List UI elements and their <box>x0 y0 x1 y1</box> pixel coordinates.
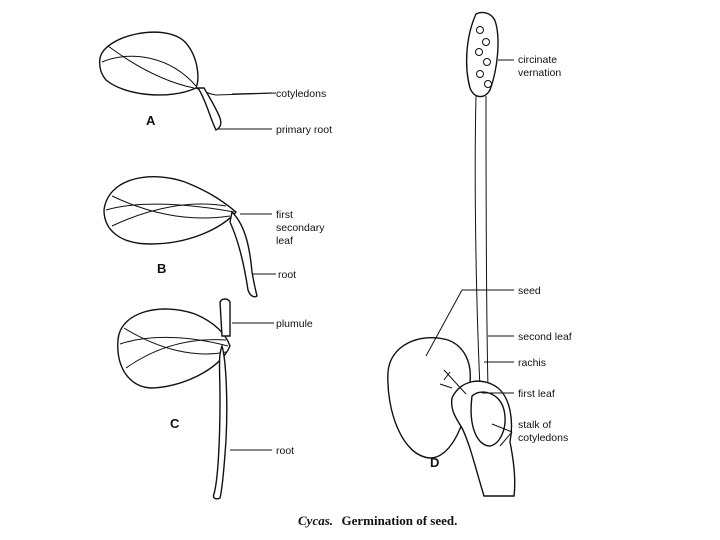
label-cotyledons-d: cotyledons <box>518 432 568 444</box>
label-second-leaf-d: second leaf <box>518 331 572 343</box>
panel-letter-c: C <box>170 416 180 431</box>
panel-c: plumule root C <box>117 298 313 500</box>
label-vernation-d: vernation <box>518 67 561 79</box>
label-stalk-of-d: stalk of <box>518 419 551 431</box>
panel-a: cotyledons primary root A <box>98 31 332 136</box>
caption-text: Germination of seed. <box>341 513 457 528</box>
label-secondary-b: secondary <box>276 222 325 234</box>
label-cotyledons-a: cotyledons <box>276 88 326 100</box>
panel-b: first secondary leaf root B <box>103 176 325 298</box>
label-first-b: first <box>276 209 293 221</box>
panel-letter-d: D <box>430 455 439 470</box>
label-circinate-d: circinate <box>518 54 557 66</box>
label-primary-root-a: primary root <box>276 124 332 136</box>
label-rachis-d: rachis <box>518 357 546 369</box>
label-plumule-c: plumule <box>276 318 313 330</box>
label-root-c: root <box>276 445 294 457</box>
label-seed-d: seed <box>518 285 541 297</box>
seed-a-illustration <box>98 31 277 131</box>
caption-genus: Cycas. <box>298 513 333 528</box>
seed-c-illustration <box>117 298 231 500</box>
panel-d: circinate vernation seed second leaf rac… <box>387 11 572 497</box>
label-root-b: root <box>278 269 296 281</box>
panel-letter-a: A <box>146 113 156 128</box>
panel-letter-b: B <box>157 261 166 276</box>
label-first-leaf-d: first leaf <box>518 388 555 400</box>
label-leaf-b: leaf <box>276 235 293 247</box>
seed-b-illustration <box>103 176 258 298</box>
seedling-d-illustration <box>387 11 516 497</box>
figure-caption: Cycas. Germination of seed. <box>298 512 457 529</box>
